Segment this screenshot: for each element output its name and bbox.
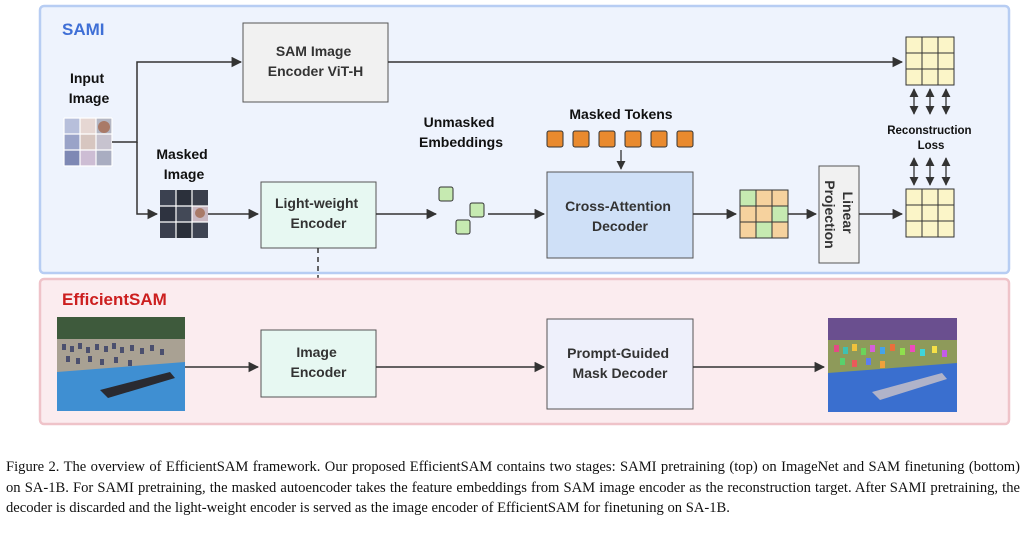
cross-attention-decoder-box — [546, 171, 694, 259]
arrow-input-to-sam-encoder — [112, 56, 243, 143]
efficientsam-title: EfficientSAM — [62, 290, 167, 309]
cross-attention-decoder-label: Cross-Attention Decoder — [565, 198, 675, 234]
decoder-output-grid — [739, 189, 789, 239]
reconstruction-loss-label: Reconstruction Loss — [887, 125, 975, 152]
input-image-label: Input Image — [69, 70, 110, 106]
figure-caption: Figure 2. The overview of EfficientSAM f… — [6, 459, 1020, 516]
predicted-feature-grid — [905, 188, 955, 238]
unmasked-embedding-tokens — [438, 186, 485, 235]
unmasked-embeddings-label: Unmasked Embeddings — [419, 114, 503, 150]
masked-image-label: Masked Image — [156, 146, 211, 182]
linear-projection-label: Linear Projection — [822, 180, 856, 248]
input-image-thumbnail — [63, 117, 113, 167]
masked-tokens — [546, 130, 694, 148]
target-feature-grid — [905, 36, 955, 86]
arrow-input-to-masked — [136, 142, 159, 220]
prompt-guided-decoder-box — [546, 318, 694, 410]
linear-projection-box — [818, 165, 860, 264]
stadium-input-photo — [57, 317, 185, 411]
segmented-output-photo — [828, 318, 957, 412]
masked-image-thumbnail — [160, 190, 208, 238]
reconstruction-arrows-bottom — [909, 157, 951, 186]
masked-tokens-label: Masked Tokens — [569, 106, 672, 122]
sam-image-encoder-label: SAM Image Encoder ViT-H — [268, 43, 363, 79]
sam-image-encoder-box — [242, 22, 389, 103]
image-encoder-label: Image Encoder — [290, 344, 347, 380]
lightweight-encoder-label: Light-weight Encoder — [275, 195, 362, 231]
sami-title: SAMI — [62, 20, 105, 39]
image-encoder-box — [260, 329, 377, 398]
reconstruction-arrows-top — [909, 88, 951, 115]
prompt-guided-decoder-label: Prompt-Guided Mask Decoder — [567, 345, 673, 381]
